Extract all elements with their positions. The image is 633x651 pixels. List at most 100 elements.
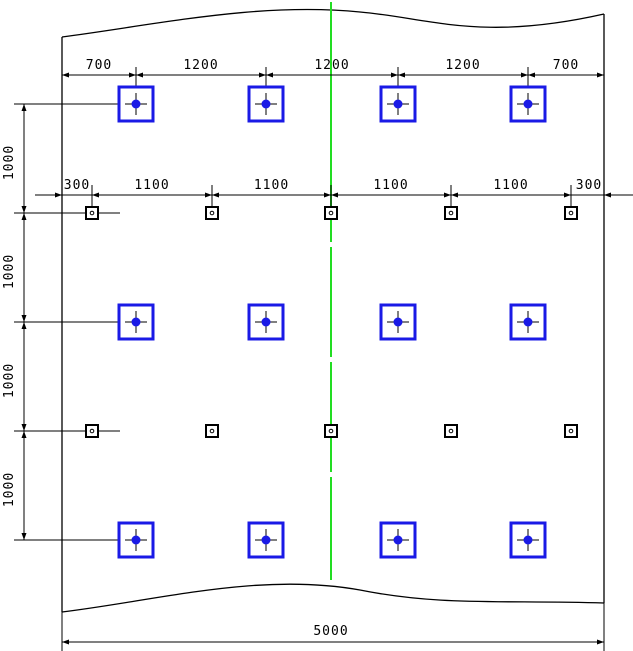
dimension-label: 1100: [493, 178, 528, 193]
large-anchor-icon: [247, 85, 285, 123]
bottom-dimension: 5000: [61, 603, 605, 651]
slab-outline: [61, 8, 605, 613]
dimension-label: 1200: [314, 58, 349, 73]
anchor-bolt: [568, 428, 574, 434]
arrowhead: [331, 192, 338, 198]
large-anchor-icon: [117, 521, 155, 559]
anchor-plate: [564, 424, 578, 438]
dimension-label: 1000: [2, 254, 17, 289]
large-anchor-icon: [117, 303, 155, 341]
dimension-label: 700: [86, 58, 112, 73]
dimension-label: 1200: [445, 58, 480, 73]
large-anchor-icon: [379, 303, 417, 341]
anchor-plate: [205, 206, 219, 220]
dimension-label: 1200: [183, 58, 218, 73]
small-anchor-icon: [564, 424, 578, 438]
dimension-label: 300: [64, 178, 90, 193]
anchor-bolt: [261, 99, 271, 109]
arrowhead: [21, 322, 27, 329]
arrowhead: [528, 72, 535, 78]
anchor-bolt: [328, 428, 334, 434]
large-anchor-icon: [247, 521, 285, 559]
arrowhead: [521, 72, 528, 78]
small-anchor-icon: [205, 424, 219, 438]
anchor-plate: [85, 424, 99, 438]
arrowhead: [597, 639, 604, 645]
arrowhead: [92, 192, 99, 198]
small-anchor-icon: [444, 206, 458, 220]
anchor-plate: [444, 424, 458, 438]
anchor-bolt: [89, 210, 95, 216]
arrowhead: [564, 192, 571, 198]
anchor-bolt: [448, 428, 454, 434]
arrowhead: [55, 192, 62, 198]
large-anchor-icon: [509, 303, 547, 341]
large-anchor-icon: [379, 521, 417, 559]
small-anchor-icon: [324, 424, 338, 438]
anchor-bolt: [523, 535, 533, 545]
arrowhead: [21, 213, 27, 220]
dimension-label: 1000: [2, 145, 17, 180]
arrowhead: [391, 72, 398, 78]
arrowhead: [259, 72, 266, 78]
small-anchor-icon: [85, 424, 99, 438]
dimension-label: 1100: [373, 178, 408, 193]
anchor-bolt: [523, 99, 533, 109]
anchor-plate: [85, 206, 99, 220]
arrowhead: [205, 192, 212, 198]
anchor-plate: [564, 206, 578, 220]
arrowhead: [604, 192, 611, 198]
anchor-bolt: [209, 428, 215, 434]
anchor-bolt: [568, 210, 574, 216]
small-anchor-icon: [324, 206, 338, 220]
arrowhead: [21, 206, 27, 213]
arrowhead: [444, 192, 451, 198]
anchor-bolt: [131, 535, 141, 545]
arrowhead: [266, 72, 273, 78]
dimension-label: 1100: [134, 178, 169, 193]
anchor-bolt: [328, 210, 334, 216]
arrowhead: [21, 424, 27, 431]
anchor-bolt: [209, 210, 215, 216]
small-anchor-icon: [205, 206, 219, 220]
anchor-plate: [509, 521, 547, 559]
anchor-bolt: [393, 535, 403, 545]
dimension-label: 300: [576, 178, 602, 193]
arrowhead: [21, 431, 27, 438]
anchor-bolt: [261, 317, 271, 327]
arrowhead: [398, 72, 405, 78]
anchor-bolt: [448, 210, 454, 216]
large-anchor-icon: [509, 85, 547, 123]
anchor-bolt: [131, 99, 141, 109]
arrowhead: [21, 315, 27, 322]
arrowhead: [136, 72, 143, 78]
large-anchor-icon: [247, 303, 285, 341]
arrowhead: [62, 72, 69, 78]
arrowhead: [324, 192, 331, 198]
anchor-bolt: [523, 317, 533, 327]
small-anchor-icon: [444, 424, 458, 438]
small-anchor-grid: [85, 206, 578, 438]
large-anchor-grid: [117, 85, 547, 559]
small-anchor-icon: [85, 206, 99, 220]
anchor-bolt: [261, 535, 271, 545]
arrowhead: [21, 104, 27, 111]
arrowhead: [62, 639, 69, 645]
dimension-label: 5000: [313, 624, 348, 639]
arrowhead: [451, 192, 458, 198]
dimension-label: 1100: [254, 178, 289, 193]
arrowhead: [21, 533, 27, 540]
anchor-plate: [324, 206, 338, 220]
anchor-plate: [117, 521, 155, 559]
arrowhead: [597, 72, 604, 78]
anchor-bolt: [393, 317, 403, 327]
arrowhead: [129, 72, 136, 78]
large-anchor-icon: [509, 521, 547, 559]
large-anchor-icon: [117, 85, 155, 123]
anchor-plate: [444, 206, 458, 220]
arrowhead: [212, 192, 219, 198]
large-anchor-icon: [379, 85, 417, 123]
